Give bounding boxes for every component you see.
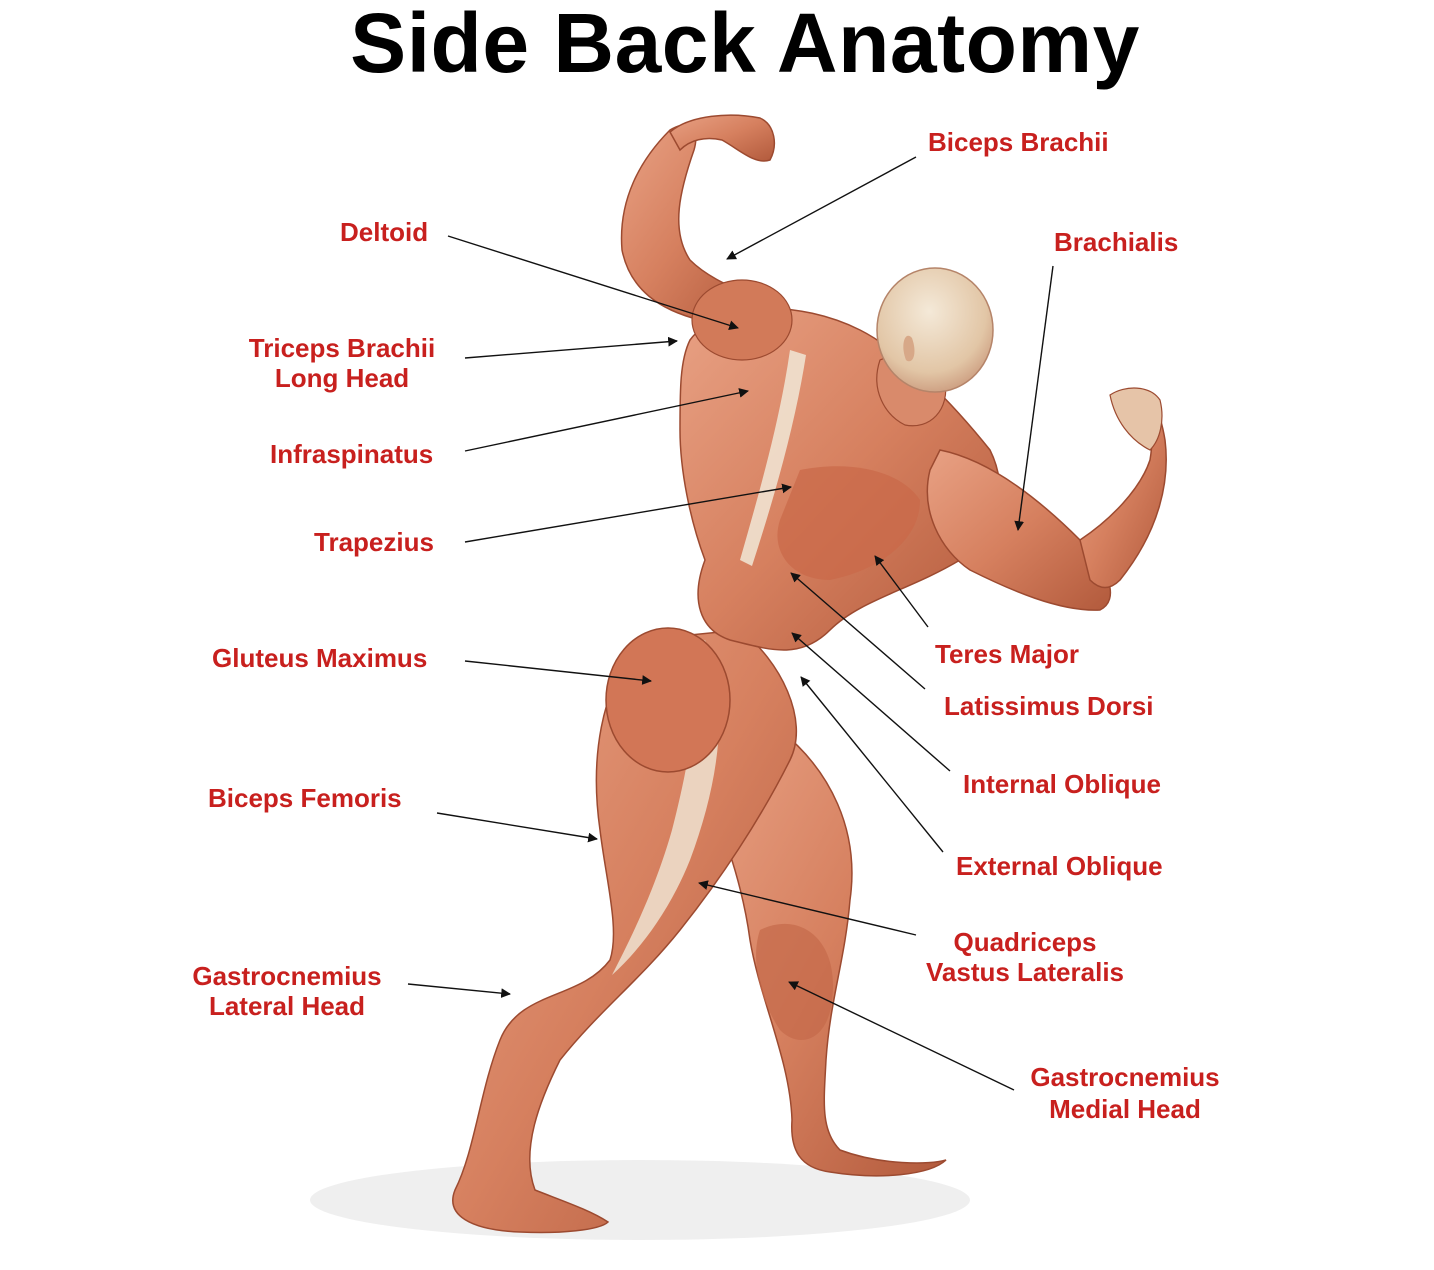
pointer-triceps [464,336,678,359]
label-latissimus-dorsi: Latissimus Dorsi [944,691,1154,721]
pointer-quadriceps [698,880,917,936]
left-forearm [669,114,776,162]
label-infraspinatus: Infraspinatus [270,439,434,469]
pointer-biceps-brachii [726,156,917,260]
muscle-figure [310,114,1167,1240]
pointer-trapezius [464,483,792,543]
pointer-teres-major [874,555,929,628]
label-triceps-line-2: Long Head [274,363,410,393]
pointer-infraspinatus [464,388,749,452]
head [876,267,994,393]
label-internal-oblique: Internal Oblique [963,769,1161,799]
label-brachialis: Brachialis [1054,227,1179,257]
pointer-latissimus-dorsi [790,572,926,690]
label-gastro-medial-line-1: Gastrocnemius [1030,1062,1220,1092]
lats [777,466,920,580]
label-triceps-line-1: Triceps Brachii [248,333,436,363]
ear [903,335,915,362]
glute [605,627,731,773]
pointer-biceps-femoris [436,812,598,843]
label-gastro-lateral-line-1: Gastrocnemius [192,961,382,991]
label-quadriceps-line-1: Quadriceps [953,927,1097,957]
label-gastro-lateral-line-2: Lateral Head [208,991,366,1021]
label-external-oblique: External Oblique [956,851,1163,881]
label-gastrocnemius-medial-head: Gastrocnemius Medial Head [1010,1057,1240,1129]
spine [740,350,806,566]
right-upper-arm [926,449,1111,611]
right-fist [1109,387,1163,451]
pointer-lines [407,156,1054,1091]
pointer-external-oblique [800,676,944,853]
pointer-gluteus-maximus [464,660,652,685]
pointer-deltoid [447,235,739,331]
left-deltoid [691,279,793,361]
label-gastro-medial-line-2: Medial Head [1049,1094,1201,1124]
pointer-brachialis [1014,265,1054,531]
pointer-gastrocnemius-lateral [407,983,511,999]
label-biceps-brachii: Biceps Brachii [928,127,1109,157]
label-gastrocnemius-lateral-head: Gastrocnemius Lateral Head [172,955,402,1027]
label-quadriceps-vastus-lateralis: Quadriceps Vastus Lateralis [900,923,1150,991]
label-triceps-brachii-long-head: Triceps Brachii Long Head [222,327,462,399]
label-trapezius: Trapezius [314,527,434,557]
pointer-internal-oblique [791,632,951,772]
label-teres-major: Teres Major [935,639,1080,669]
page-title: Side Back Anatomy [350,0,1140,90]
label-deltoid: Deltoid [340,217,429,247]
label-biceps-femoris: Biceps Femoris [208,783,402,813]
label-quadriceps-line-2: Vastus Lateralis [926,957,1124,987]
label-gluteus-maximus: Gluteus Maximus [212,643,428,673]
pointer-gastrocnemius-medial [788,981,1015,1091]
